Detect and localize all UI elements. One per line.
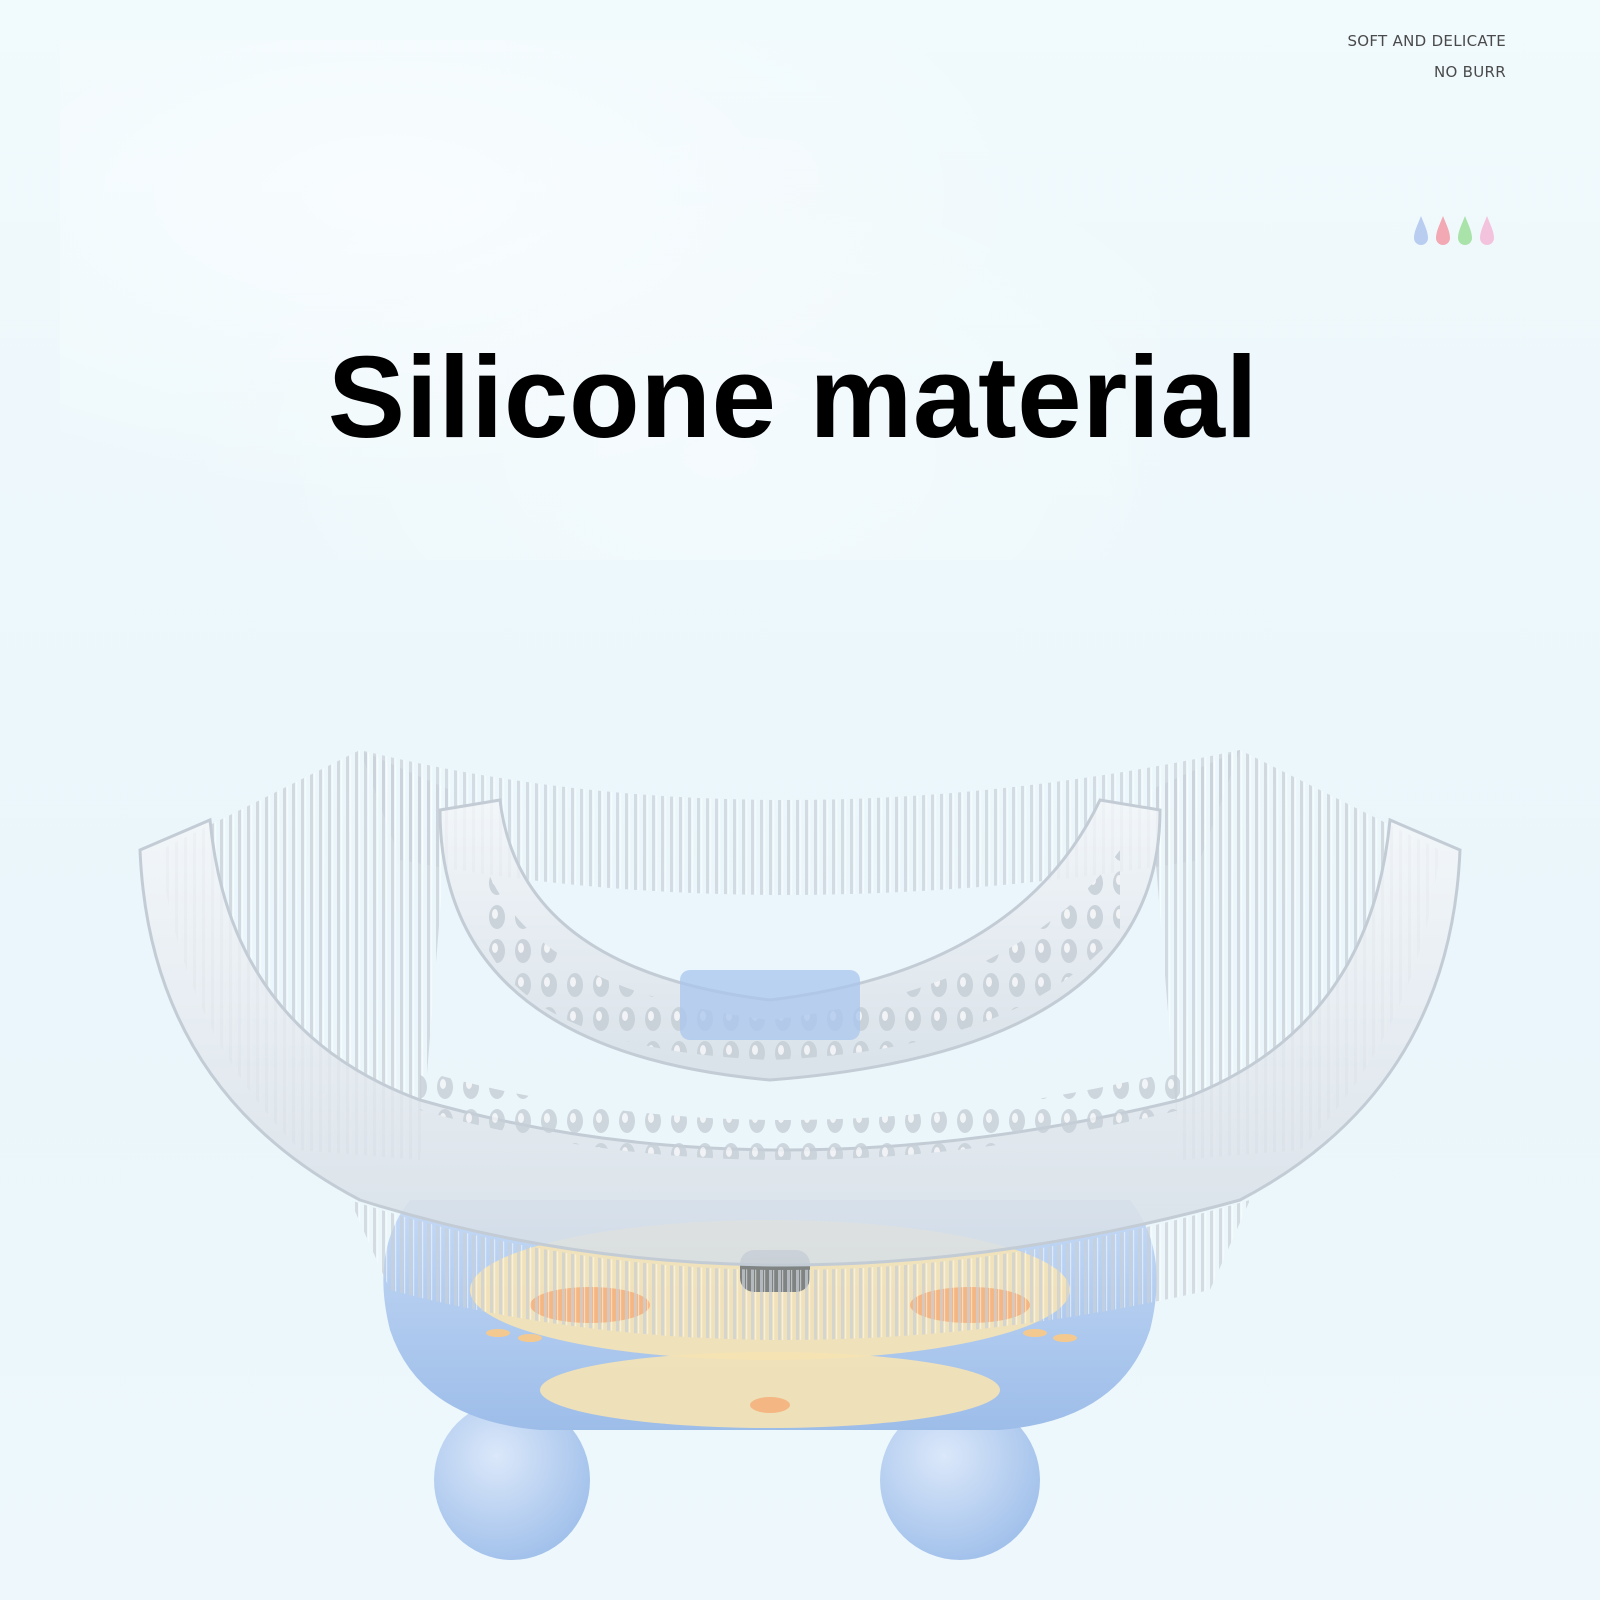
tagline: SOFT AND DELICATE NO BURR xyxy=(1347,26,1506,88)
u-shaped-toothbrush-icon xyxy=(138,750,1462,1560)
lower-nubs xyxy=(420,1070,1180,1160)
center-connector xyxy=(680,970,860,1040)
tagline-line-2: NO BURR xyxy=(1433,63,1506,81)
drop-pink-icon xyxy=(1480,216,1494,245)
headline: Silicone material xyxy=(327,332,1259,462)
lower-plate xyxy=(540,1352,1000,1428)
drop-red-icon xyxy=(1436,216,1450,245)
drop-green-icon xyxy=(1458,216,1472,245)
top-bristles xyxy=(360,750,1240,895)
color-drops-icon xyxy=(1414,216,1494,245)
tagline-line-1: SOFT AND DELICATE xyxy=(1347,32,1506,50)
drop-blue-icon xyxy=(1414,216,1428,245)
dots-icon xyxy=(486,1329,1077,1342)
right-ball-icon xyxy=(880,1400,1040,1560)
lower-bristles xyxy=(350,1200,1250,1340)
inner-nubs xyxy=(480,850,1120,1060)
background-haze xyxy=(60,40,1160,560)
nose-icon xyxy=(750,1397,790,1413)
silicone-head xyxy=(138,750,1462,1340)
left-ball-icon xyxy=(434,1400,590,1560)
